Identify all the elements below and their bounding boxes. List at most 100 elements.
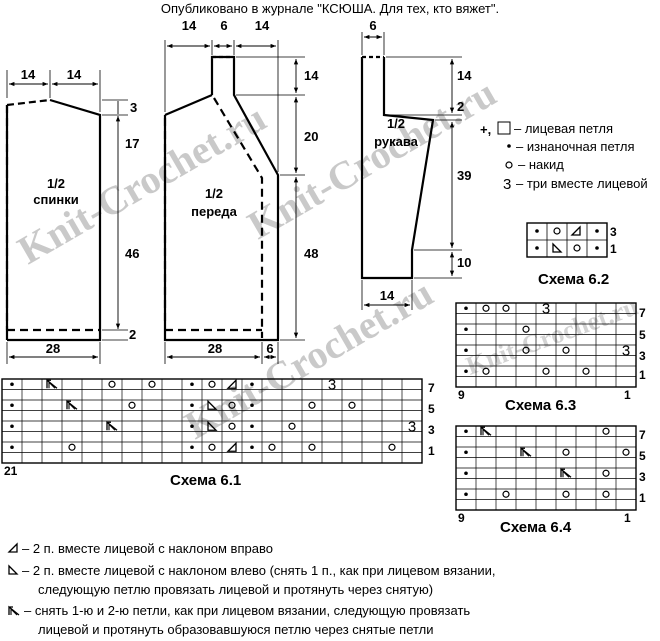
s63-grid: 33	[455, 300, 637, 388]
s61-stitch-yo-icon	[108, 380, 116, 388]
s63-k3tog-cell: 3	[542, 300, 550, 317]
sleeve-dim-width: 14	[380, 288, 395, 303]
s64-left-num: 9	[458, 511, 465, 525]
s61-k3tog-cell: 3	[328, 376, 336, 393]
front-dim-yoke: 20	[304, 129, 318, 144]
s61-stitch-yo-icon	[208, 443, 216, 451]
front-dim-collar: 14	[304, 68, 319, 83]
published-note: Опубликовано в журнале "КСЮША. Для тех, …	[161, 1, 499, 16]
s61-row-1: 1	[428, 444, 435, 458]
s63-stitch-purl-icon	[464, 306, 468, 311]
s63-row-1: 1	[639, 368, 646, 382]
sleeve-dim-collar: 14	[457, 68, 472, 83]
back-dim-top-left: 14	[21, 67, 36, 82]
s64-stitch-yo-icon	[622, 448, 630, 456]
s61-left-num: 21	[4, 464, 18, 478]
scheme-6-2: 3 1 Схема 6.2	[526, 222, 617, 288]
note-sk2p-1: – снять 1-ю и 2-ю петли, как при лицевом…	[24, 603, 470, 618]
s61-stitch-purl-icon	[190, 424, 194, 429]
s61-stitch-purl-icon	[250, 403, 254, 408]
back-dim-shoulder: 3	[130, 100, 137, 115]
s61-k3tog-cell: 3	[408, 418, 416, 435]
s61-stitch-sk-icon	[106, 421, 118, 431]
knit-square-icon	[497, 121, 511, 135]
front-dim-width: 28	[208, 341, 222, 356]
s64-title: Схема 6.4	[500, 519, 572, 536]
s63-left-num: 9	[458, 388, 465, 402]
s61-stitch-yo-icon	[348, 401, 356, 409]
s61-row-5: 5	[428, 402, 435, 416]
s61-row-3: 3	[428, 423, 435, 437]
s64-stitch-purl-icon	[464, 471, 468, 476]
s64-stitch-yo-icon	[502, 490, 510, 498]
s61-stitch-yo-icon	[208, 380, 216, 388]
s64-row-5: 5	[639, 449, 646, 463]
s64-stitch-yo-icon	[602, 469, 610, 477]
s63-stitch-yo-icon	[542, 367, 550, 375]
watermark-text: Knit-Crochet.ru	[240, 70, 503, 248]
back-dim-upper: 17	[125, 136, 139, 151]
note-sk2p-2: лицевой и протянуть образовавшуюся петлю…	[38, 622, 434, 637]
notes: – 2 п. вместе лицевой с наклоном вправо …	[8, 541, 496, 637]
scheme-6-3: 33 7 5 3 1 9 1 Схема 6.3	[455, 300, 646, 414]
note-k2tog-right: – 2 п. вместе лицевой с наклоном вправо	[22, 541, 273, 556]
sleeve-piece	[360, 32, 462, 310]
sleeve-dim-step: 2	[457, 99, 464, 114]
s61-stitch-yo-icon	[308, 401, 316, 409]
back-dim-top-right: 14	[67, 67, 82, 82]
s61-stitch-sk-icon	[66, 400, 78, 410]
sleeve-dim-cuff: 10	[457, 255, 471, 270]
s63-stitch-purl-icon	[464, 327, 468, 332]
s61-stitch-yo-icon	[288, 422, 296, 430]
s61-stitch-yo-icon	[268, 443, 276, 451]
k2tog-left-icon	[8, 565, 18, 575]
scheme-6-4: 7 5 3 1 9 1 Схема 6.4	[455, 425, 646, 536]
s61-stitch-purl-icon	[250, 424, 254, 429]
s61-row-7: 7	[428, 381, 435, 395]
knit-plus-icon: +,	[480, 122, 491, 137]
s61-grid: 33	[1, 376, 423, 464]
s64-stitch-purl-icon	[464, 450, 468, 455]
legend-knit: – лицевая петля	[514, 121, 613, 136]
s64-grid	[455, 425, 637, 511]
s61-stitch-purl-icon	[190, 403, 194, 408]
s63-right-num: 1	[624, 388, 631, 402]
back-dim-body: 46	[125, 246, 139, 261]
s61-stitch-yo-icon	[148, 380, 156, 388]
s63-row-3: 3	[639, 349, 646, 363]
s64-row-1: 1	[639, 491, 646, 505]
s61-stitch-yo-icon	[128, 401, 136, 409]
front-dim-top-mid: 6	[220, 18, 227, 33]
k3tog-symbol-icon: 3	[503, 176, 511, 193]
s61-stitch-purl-icon	[250, 382, 254, 387]
s61-stitch-purl-icon	[190, 445, 194, 450]
back-label-fraction: 1/2	[47, 176, 65, 191]
back-dim-width: 28	[46, 341, 60, 356]
s64-row-3: 3	[639, 470, 646, 484]
s63-stitch-yo-icon	[482, 304, 490, 312]
s61-stitch-yo-icon	[308, 443, 316, 451]
k2tog-right-icon	[8, 543, 18, 553]
s61-stitch-purl-icon	[190, 382, 194, 387]
s64-stitch-yo-icon	[602, 490, 610, 498]
s64-stitch-yo-icon	[562, 490, 570, 498]
front-dim-body: 48	[304, 246, 318, 261]
front-dim-band: 6	[266, 341, 273, 356]
s63-stitch-purl-icon	[464, 348, 468, 353]
back-piece	[5, 70, 128, 364]
s61-stitch-r-icon	[227, 442, 237, 452]
yarn-over-circle-icon	[505, 161, 513, 169]
watermark-text: Knit-Crochet.ru	[462, 292, 642, 381]
s63-stitch-yo-icon	[562, 346, 570, 354]
scheme-6-1: 33 7 5 3 1 21 Схема 6.1	[1, 376, 435, 489]
s62-row-3: 3	[610, 225, 617, 239]
s61-stitch-yo-icon	[68, 443, 76, 451]
note-k2tog-left-1: – 2 п. вместе лицевой с наклоном влево (…	[22, 563, 496, 578]
s61-stitch-purl-icon	[10, 382, 14, 387]
s64-stitch-purl-icon	[464, 429, 468, 434]
s64-stitch-sk-icon	[480, 426, 492, 436]
s61-stitch-purl-icon	[250, 445, 254, 450]
sleeve-dim-length: 39	[457, 168, 471, 183]
note-k2tog-left-2: следующую петлю провязать лицевой и прот…	[38, 582, 433, 597]
front-dim-top-right: 14	[255, 18, 270, 33]
